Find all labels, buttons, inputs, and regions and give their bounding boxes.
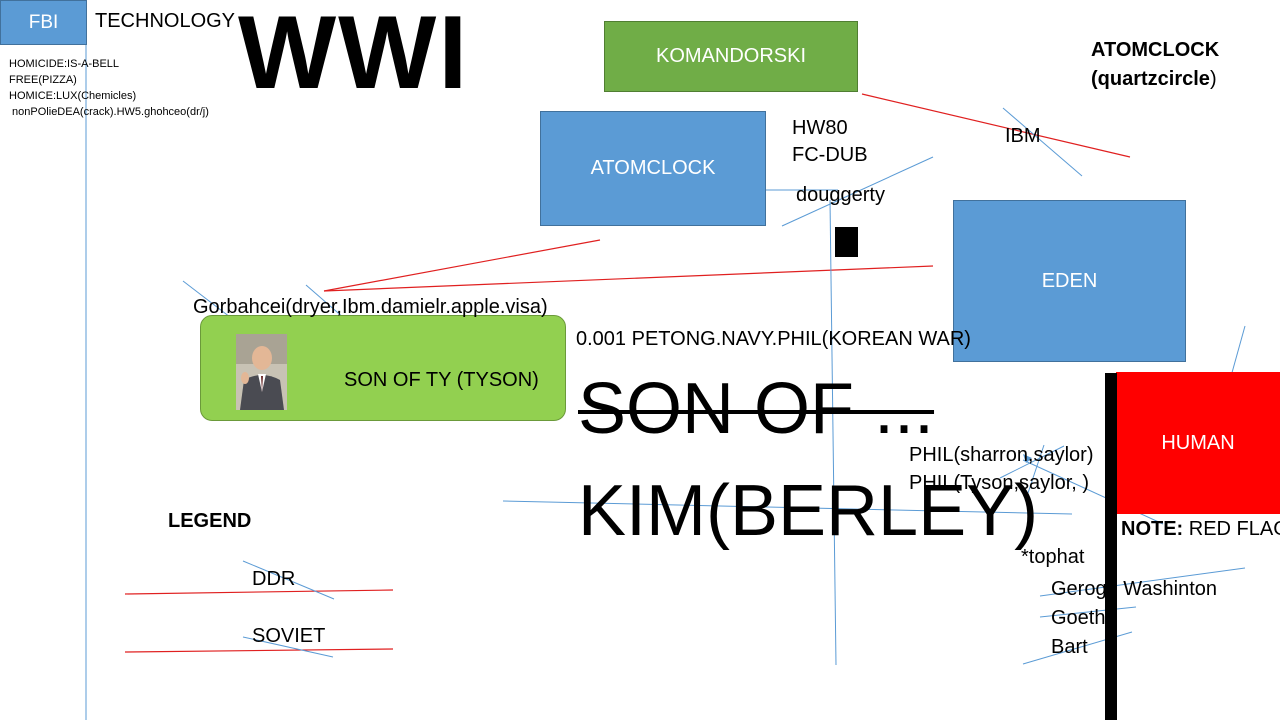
legend-item-soviet: SOVIET: [252, 625, 326, 647]
legend-item-ddr: DDR: [252, 568, 296, 590]
blue-line-hw: [781, 156, 934, 227]
red-flag-note: NOTE: RED FLAG: [1121, 518, 1280, 541]
hw-line: FC-DUB: [792, 144, 868, 166]
red-line-komandorski: [861, 93, 1131, 158]
notes-list: HOMICIDE:IS-A-BELL FREE(PIZZA) HOMICE:LU…: [9, 56, 209, 120]
legend-red-line-soviet: [124, 648, 394, 653]
hw-line: HW80: [792, 117, 848, 139]
note-bold: NOTE:: [1121, 518, 1184, 540]
names-list-item: Goethe: [1051, 607, 1117, 629]
atomclock-box[interactable]: ATOMCLOCK: [540, 111, 766, 226]
son-of-heading: SON OF ...: [578, 369, 935, 449]
eden-label: EDEN: [1041, 269, 1098, 292]
legend-title: LEGEND: [168, 510, 252, 532]
atomclock-title-quartz: (quartzcircle: [1091, 68, 1210, 90]
blue-line-phil-3: [1027, 444, 1045, 494]
hw-labels: HW80 FC-DUB: [792, 115, 868, 169]
gorbachev-label: Gorbahcei(dryer,Ibm.damielr.apple.visa): [193, 296, 548, 318]
technology-label: TECHNOLOGY: [95, 10, 236, 32]
notes-list-item: FREE(PIZZA): [9, 74, 77, 86]
atomclock-box-label: ATOMCLOCK: [590, 157, 716, 179]
blue-line-ibm: [1002, 107, 1083, 177]
red-line-upper: [323, 239, 601, 292]
phil-line: PHIL(sharron,saylor): [909, 444, 1094, 466]
atomclock-title-line2: (quartzcircle): [1091, 65, 1219, 94]
black-square: [835, 227, 858, 257]
douggerty-label: douggerty: [796, 184, 885, 206]
legend-blue-line-soviet: [242, 636, 334, 658]
portrait-photo: [236, 334, 287, 410]
blue-line-names-2: [1039, 606, 1137, 618]
red-line-lower: [323, 265, 934, 292]
komandorski-box[interactable]: KOMANDORSKI: [604, 21, 858, 92]
atomclock-title-line1: ATOMCLOCK: [1091, 39, 1220, 61]
legend-blue-line-ddr: [242, 560, 335, 600]
blue-line-vertical-center: [829, 199, 837, 666]
names-list-item: Geroge Washinton: [1051, 578, 1218, 600]
blue-line-kim: [502, 500, 1073, 515]
phil-labels: PHIL(sharron,saylor) PHIL(Tyson,saylor, …: [909, 441, 1094, 497]
notes-list-item: nonPOlieDEA(crack).HW5.ghohceo(dr/j): [9, 106, 209, 118]
phil-line: PHIL(Tyson,saylor, ): [909, 472, 1090, 494]
notes-list-item: HOMICIDE:IS-A-BELL: [9, 58, 120, 70]
wwi-headline: WWI: [238, 0, 470, 111]
petong-label: 0.001 PETONG.NAVY.PHIL(KOREAN WAR): [576, 328, 971, 350]
blue-arrowhead: [1023, 454, 1032, 463]
komandorski-label: KOMANDORSKI: [655, 45, 807, 67]
human-box[interactable]: HUMAN: [1116, 372, 1280, 514]
portrait-icon: [236, 334, 287, 410]
black-vertical-bar: [1105, 373, 1117, 720]
notes-list-item: HOMICE:LUX(Chemicles): [9, 90, 137, 102]
names-list: Geroge Washinton Goethe Bart: [1051, 575, 1217, 662]
kim-heading: KIM(BERLEY): [578, 471, 1039, 551]
blue-line-phil-2: [999, 445, 1065, 479]
tophat-label: *tophat: [1021, 546, 1085, 568]
ibm-label: IBM: [1005, 125, 1041, 147]
human-label: HUMAN: [1161, 431, 1235, 454]
fbi-label: FBI: [28, 11, 59, 33]
note-rest: RED FLAG: [1183, 518, 1280, 540]
son-of-ty-label: SON OF TY (TYSON): [344, 369, 539, 391]
fbi-box[interactable]: FBI: [0, 0, 87, 45]
eden-box[interactable]: EDEN: [953, 200, 1186, 362]
atomclock-title-paren: ): [1209, 68, 1217, 90]
atomclock-title: ATOMCLOCK (quartzcircle): [1091, 36, 1219, 94]
blue-line-names-1: [1039, 567, 1246, 597]
names-list-item: Bart: [1051, 636, 1088, 658]
legend-red-line-ddr: [124, 589, 394, 595]
